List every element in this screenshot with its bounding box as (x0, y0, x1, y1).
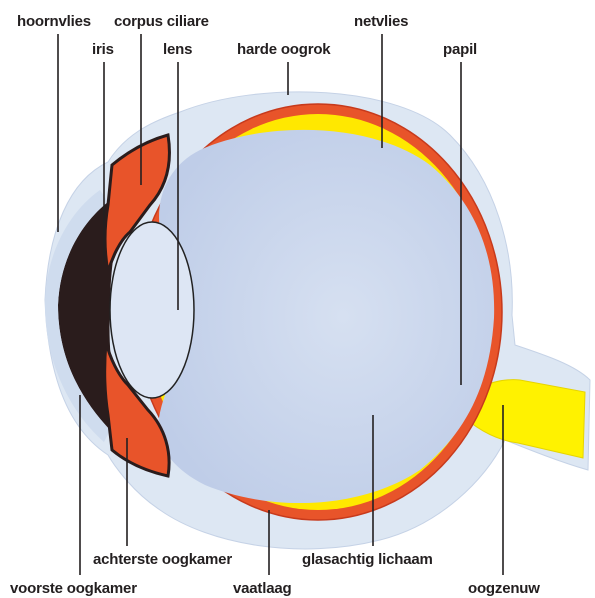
label-oogzenuw: oogzenuw (468, 580, 540, 597)
label-hoornvlies: hoornvlies (17, 13, 91, 30)
label-corpus-ciliare: corpus ciliare (114, 13, 209, 30)
label-netvlies: netvlies (354, 13, 408, 30)
lens-body (110, 222, 194, 398)
label-glasachtig-lichaam: glasachtig lichaam (302, 551, 433, 568)
label-achterste-oogkamer: achterste oogkamer (93, 551, 232, 568)
label-iris: iris (92, 41, 114, 58)
label-papil: papil (443, 41, 477, 58)
label-lens: lens (163, 41, 192, 58)
label-harde-oogrok: harde oogrok (237, 41, 331, 58)
label-vaatlaag: vaatlaag (233, 580, 291, 597)
vitreous-body (158, 130, 494, 503)
label-voorste-oogkamer: voorste oogkamer (10, 580, 137, 597)
